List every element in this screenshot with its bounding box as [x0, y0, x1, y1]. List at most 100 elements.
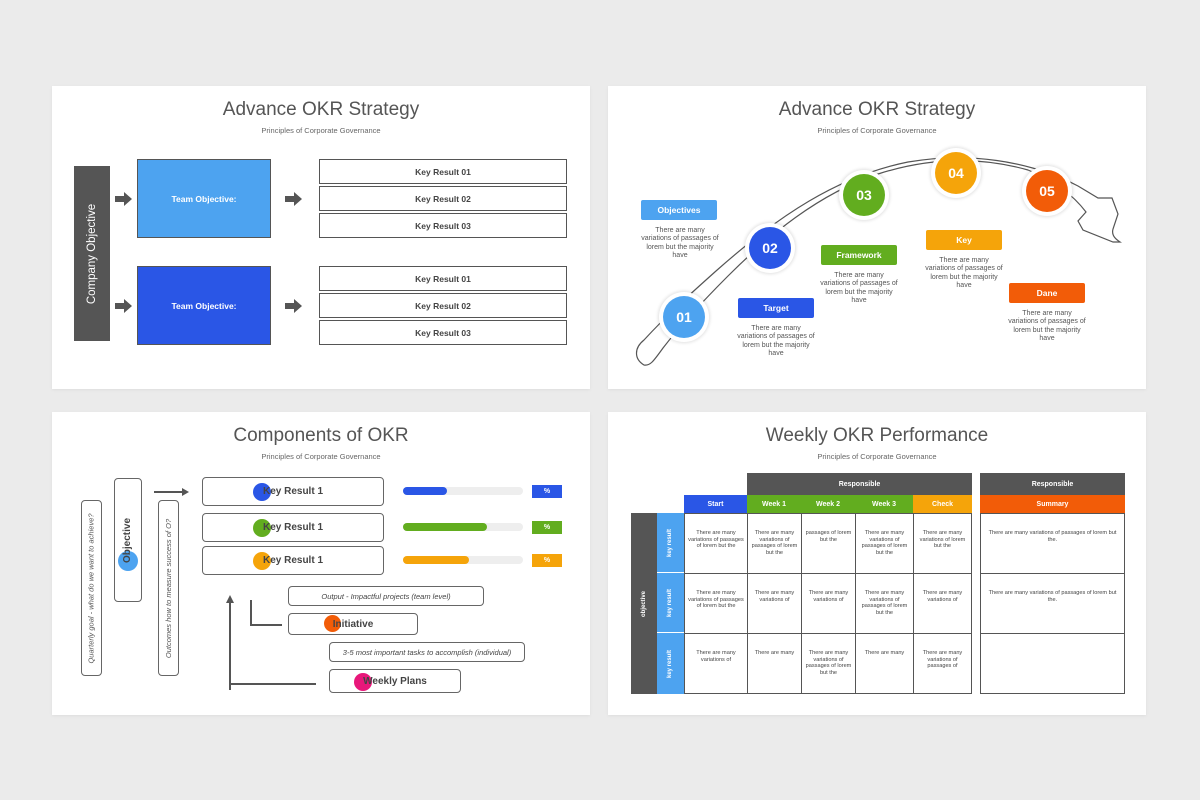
key-result-box: Key Result 1 — [202, 546, 384, 575]
progress-fill — [403, 556, 469, 564]
weekly-plans-label: Weekly Plans — [363, 675, 427, 687]
step-desc: There are many variations of passages of… — [925, 257, 1003, 290]
row-label-text: key result — [667, 528, 674, 557]
table-cell: There are many — [747, 633, 802, 694]
slide-subtitle: Principles of Corporate Governance — [261, 452, 381, 461]
column-header-week1: Week 1 — [747, 495, 801, 513]
key-result-box: Key Result 03 — [319, 213, 567, 238]
responsible-header: Responsible — [980, 473, 1125, 495]
arrow-right-icon — [285, 299, 302, 313]
key-result-label: Key Result 1 — [262, 522, 324, 533]
step-circle: 02 — [749, 227, 791, 269]
team-objective-box: Team Objective: — [137, 159, 271, 238]
step-circle: 04 — [935, 152, 977, 194]
step-label: Framework — [821, 245, 897, 265]
key-result-box: Key Result 1 — [202, 513, 384, 542]
table-cell: There are many variations of passages of… — [801, 633, 856, 694]
table-cell: There are many variations of — [684, 633, 748, 694]
slide-title: Weekly OKR Performance — [765, 425, 989, 446]
key-result-dot — [253, 552, 271, 570]
arrow-right-icon — [115, 192, 132, 206]
percent-badge: % — [532, 485, 562, 498]
arrow-right-icon — [115, 299, 132, 313]
step-desc: There are many variations of passages of… — [820, 272, 898, 305]
team-objective-box: Team Objective: — [137, 266, 271, 345]
arrow-right-icon — [285, 192, 302, 206]
step-label: Objectives — [641, 200, 717, 220]
responsible-header: Responsible — [747, 473, 972, 495]
arrow-right-icon — [154, 488, 189, 496]
step-desc: There are many variations of passages of… — [641, 227, 719, 260]
step-desc: There are many variations of passages of… — [737, 325, 815, 358]
progress-fill — [403, 487, 448, 495]
row-label-text: key result — [667, 588, 674, 617]
weekly-plans-dot — [354, 673, 372, 691]
summary-cell — [980, 633, 1125, 694]
table-cell: There are many variations of passages of… — [684, 513, 748, 574]
output-box: Output - Impactful projects (team level) — [288, 586, 484, 606]
column-header-summary: Summary — [980, 495, 1125, 513]
key-result-dot — [253, 483, 271, 501]
column-header-week2: Week 2 — [801, 495, 855, 513]
step-desc: There are many variations of passages of… — [1008, 310, 1086, 343]
step-label: Target — [738, 298, 814, 318]
slide-okr-strategy-boxes[interactable]: Advance OKR Strategy Principles of Corpo… — [52, 86, 590, 389]
company-objective-label: Company Objective — [86, 203, 99, 304]
key-result-row-label: key result — [657, 513, 684, 573]
quarterly-goal-box: Quarterly goal - what do we want to achi… — [81, 500, 102, 676]
table-cell: There are many variations of — [913, 573, 972, 634]
tasks-box: 3-5 most important tasks to accomplish (… — [329, 642, 525, 662]
key-result-row-label: key result — [657, 633, 684, 694]
step-circle: 01 — [663, 296, 705, 338]
objective-dot — [118, 551, 138, 571]
key-result-box: Key Result 01 — [319, 159, 567, 184]
summary-cell: There are many variations of passages of… — [980, 513, 1125, 574]
team-objective-label: Team Objective: — [171, 193, 237, 204]
key-result-box: Key Result 02 — [319, 293, 567, 318]
column-header-start: Start — [684, 495, 747, 513]
table-cell: There are many — [855, 633, 914, 694]
table-cell: There are many variations of — [747, 573, 802, 634]
key-result-row-label: key result — [657, 573, 684, 633]
quarterly-goal-text: Quarterly goal - what do we want to achi… — [87, 512, 96, 664]
key-result-dot — [253, 519, 271, 537]
table-cell: There are many variations of passages of… — [684, 573, 748, 634]
objective-label: objective — [641, 590, 648, 617]
table-cell: There are many variations of passages of — [913, 633, 972, 694]
slide-title: Advance OKR Strategy — [778, 99, 976, 120]
slide-components-of-okr[interactable]: Components of OKR Principles of Corporat… — [52, 412, 590, 715]
percent-badge: % — [532, 521, 562, 534]
slide-subtitle: Principles of Corporate Governance — [817, 126, 937, 135]
step-circle: 05 — [1026, 170, 1068, 212]
outcomes-text: Outcomes how to measure success of O? — [164, 518, 174, 658]
progress-bar — [403, 487, 523, 495]
progress-bar — [403, 556, 523, 564]
roadmap-path — [635, 157, 1122, 366]
connector-lines — [226, 595, 316, 690]
step-label: Key — [926, 230, 1002, 250]
key-result-label: Key Result 1 — [262, 555, 324, 566]
initiative-dot — [324, 615, 341, 632]
percent-badge: % — [532, 554, 562, 567]
outcomes-box: Outcomes how to measure success of O? — [158, 500, 179, 676]
table-cell: There are many variations of passages of… — [855, 573, 914, 634]
slide-subtitle: Principles of Corporate Governance — [261, 126, 381, 135]
table-cell: There are many variations of passages of… — [747, 513, 802, 574]
column-header-week3: Week 3 — [855, 495, 913, 513]
slide-subtitle: Principles of Corporate Governance — [817, 452, 937, 461]
progress-fill — [403, 523, 487, 531]
summary-cell: There are many variations of passages of… — [980, 573, 1125, 634]
slide-weekly-okr-performance[interactable]: Weekly OKR Performance Principles of Cor… — [608, 412, 1146, 715]
slide-okr-strategy-roadmap[interactable]: Advance OKR Strategy Principles of Corpo… — [608, 86, 1146, 389]
initiative-label: Initiative — [332, 618, 374, 630]
table-cell: passages of lorem but the — [801, 513, 856, 574]
step-circle: 03 — [843, 174, 885, 216]
slide-title: Components of OKR — [233, 425, 409, 446]
objective-label: Objective — [122, 517, 134, 563]
table-cell: There are many variations of — [801, 573, 856, 634]
key-result-box: Key Result 01 — [319, 266, 567, 291]
key-result-box: Key Result 1 — [202, 477, 384, 506]
key-result-box: Key Result 02 — [319, 186, 567, 211]
weekly-plans-box: Weekly Plans — [329, 669, 461, 693]
table-cell: There are many variations of lorem but t… — [913, 513, 972, 574]
